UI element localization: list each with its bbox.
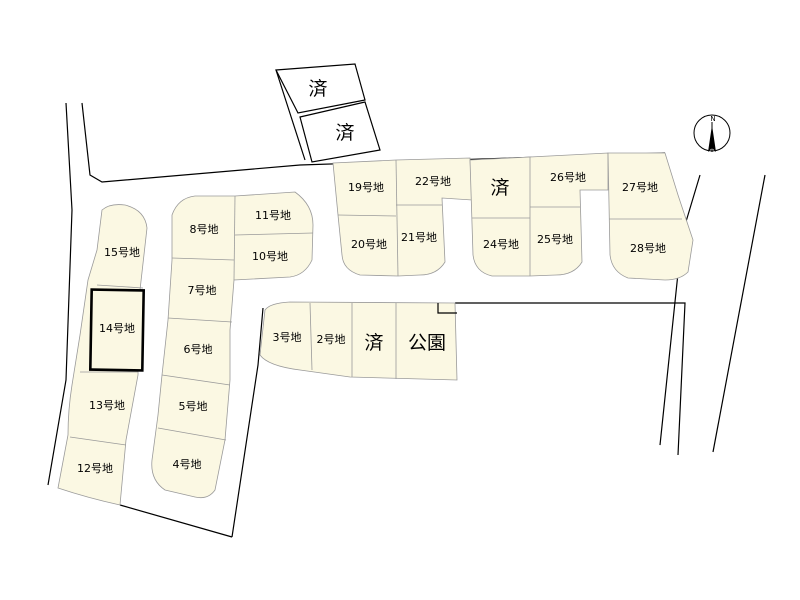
block-left xyxy=(57,204,148,506)
lot-label-27: 27号地 xyxy=(622,181,658,194)
lot-14-highlighted[interactable] xyxy=(88,288,146,372)
lot-label-20: 20号地 xyxy=(351,238,387,251)
lot-label-5: 5号地 xyxy=(179,400,208,413)
lot-label-22: 22号地 xyxy=(415,175,451,188)
sold-label-right: 済 xyxy=(490,177,509,199)
lot-label-26: 26号地 xyxy=(550,171,586,184)
lot-label-6: 6号地 xyxy=(184,343,213,356)
lot-block-center-shape xyxy=(259,301,458,381)
sold-lot-top-1 xyxy=(275,63,366,114)
compass-label: N xyxy=(710,115,715,123)
lot-label-8: 8号地 xyxy=(190,223,219,236)
north-compass-icon: N xyxy=(693,114,731,152)
sold-label-top-1: 済 xyxy=(308,78,327,100)
lot-label-24: 24号地 xyxy=(483,238,519,251)
lot-label-19: 19号地 xyxy=(348,181,384,194)
lot-label-14: 14号地 xyxy=(99,322,135,335)
lot-block-middle-shape xyxy=(151,191,314,499)
block-center xyxy=(259,301,458,381)
lot-label-15: 15号地 xyxy=(104,246,140,259)
lot-label-7: 7号地 xyxy=(188,284,217,297)
lot-label-4: 4号地 xyxy=(173,458,202,471)
lot-label-25: 25号地 xyxy=(537,233,573,246)
sold-lot-top-2 xyxy=(299,101,381,163)
lot-block-27-28 xyxy=(607,152,694,281)
sold-block-top: 済 済 xyxy=(275,63,381,163)
lot-label-3: 3号地 xyxy=(273,331,302,344)
lot-labels: 15号地 14号地 13号地 12号地 8号地 11号地 10号地 7号地 6号… xyxy=(77,171,666,475)
lot-label-13: 13号地 xyxy=(89,399,125,412)
sold-label-top-2: 済 xyxy=(335,122,354,144)
park-label: 公園 xyxy=(408,332,446,354)
sold-label-center: 済 xyxy=(364,332,383,354)
block-top-right xyxy=(332,152,694,281)
lot-label-2: 2号地 xyxy=(317,333,346,346)
lot-label-21: 21号地 xyxy=(401,231,437,244)
lot-label-11: 11号地 xyxy=(255,209,291,222)
lot-label-12: 12号地 xyxy=(77,462,113,475)
lot-label-10: 10号地 xyxy=(252,250,288,263)
lot-label-28: 28号地 xyxy=(630,242,666,255)
lot-block-24-26 xyxy=(469,152,609,277)
lot-block-19-22 xyxy=(332,157,473,277)
block-middle xyxy=(151,191,314,499)
